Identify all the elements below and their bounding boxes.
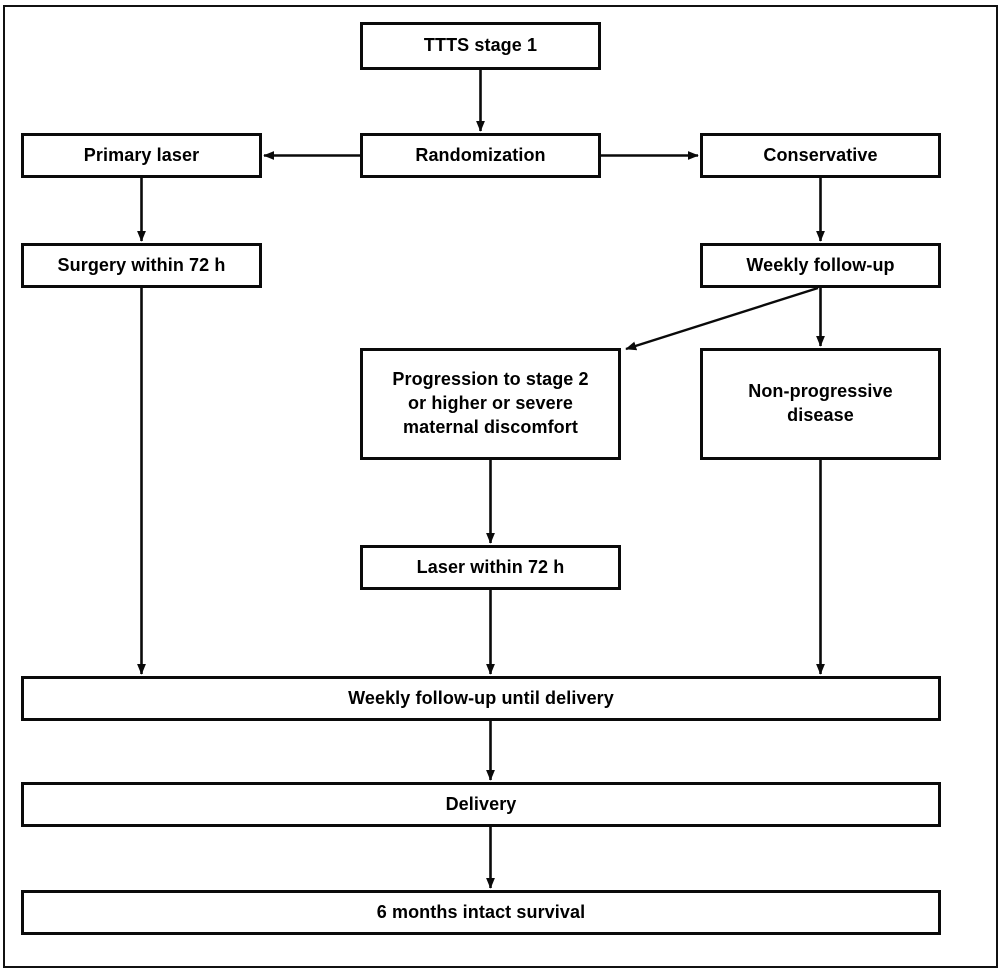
node-non-progressive-disease-label: Non-progressive disease bbox=[748, 381, 893, 425]
node-delivery[interactable]: Delivery bbox=[21, 782, 941, 827]
node-six-months-intact-survival-label: 6 months intact survival bbox=[376, 901, 586, 922]
edge-weekly-follow-up-to-progression bbox=[625, 286, 819, 351]
node-ttts-stage-1[interactable]: TTTS stage 1 bbox=[360, 22, 601, 70]
node-weekly-follow-up[interactable]: Weekly follow-up bbox=[700, 243, 941, 288]
node-laser-within-72h-label: Laser within 72 h bbox=[416, 556, 565, 577]
node-weekly-follow-up-label: Weekly follow-up bbox=[746, 254, 895, 275]
node-six-months-intact-survival[interactable]: 6 months intact survival bbox=[21, 890, 941, 935]
node-laser-within-72h[interactable]: Laser within 72 h bbox=[360, 545, 621, 590]
node-surgery-within-72h-label: Surgery within 72 h bbox=[57, 254, 226, 275]
node-non-progressive-disease[interactable]: Non-progressive disease bbox=[700, 348, 941, 460]
node-randomization[interactable]: Randomization bbox=[360, 133, 601, 178]
node-conservative[interactable]: Conservative bbox=[700, 133, 941, 178]
node-delivery-label: Delivery bbox=[445, 793, 517, 814]
node-primary-laser[interactable]: Primary laser bbox=[21, 133, 262, 178]
node-surgery-within-72h[interactable]: Surgery within 72 h bbox=[21, 243, 262, 288]
node-conservative-label: Conservative bbox=[763, 144, 878, 165]
node-progression-to-stage-2-label: Progression to stage 2 or higher or seve… bbox=[392, 369, 589, 437]
node-weekly-follow-up-until-delivery-label: Weekly follow-up until delivery bbox=[348, 687, 614, 708]
node-weekly-follow-up-until-delivery[interactable]: Weekly follow-up until delivery bbox=[21, 676, 941, 721]
node-ttts-stage-1-label: TTTS stage 1 bbox=[423, 35, 538, 56]
node-progression-to-stage-2[interactable]: Progression to stage 2 or higher or seve… bbox=[360, 348, 621, 460]
node-primary-laser-label: Primary laser bbox=[83, 144, 200, 165]
node-randomization-label: Randomization bbox=[415, 144, 546, 165]
